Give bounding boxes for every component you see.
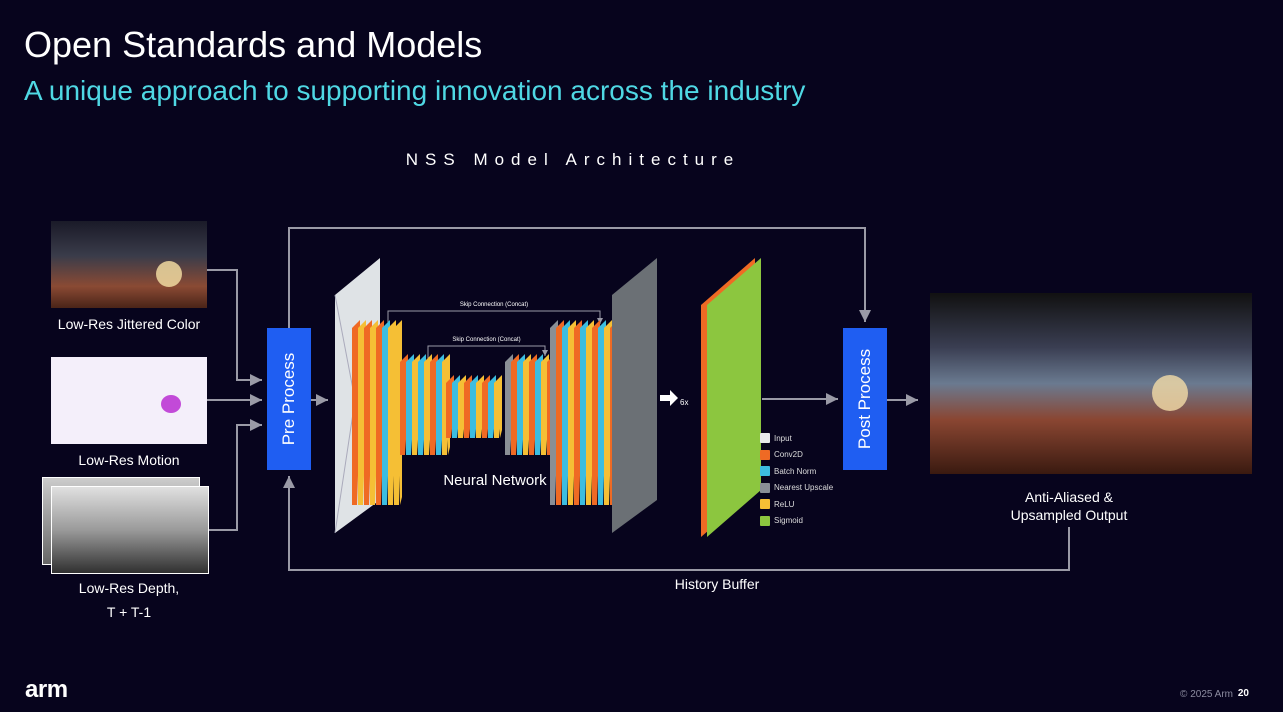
legend-swatch xyxy=(760,466,770,477)
network-layer-face xyxy=(418,362,423,455)
network-layer-face xyxy=(388,328,393,505)
output-image xyxy=(930,293,1252,474)
page-number: 20 xyxy=(1237,688,1249,699)
network-layer-face xyxy=(574,328,579,505)
legend-swatch xyxy=(760,482,770,493)
legend-item: Conv2D xyxy=(760,447,833,464)
motion-input-image xyxy=(51,357,207,444)
color-input-image xyxy=(51,221,207,308)
legend-label: ReLU xyxy=(774,499,795,509)
sigmoid-output-slab xyxy=(707,258,761,537)
network-layer-face xyxy=(598,328,603,505)
slide-title: Open Standards and Models xyxy=(24,24,483,65)
network-layer-face xyxy=(550,328,555,505)
network-layer-face xyxy=(470,383,475,438)
network-layer-face xyxy=(482,383,487,438)
network-layer-face xyxy=(376,328,381,505)
legend-swatch xyxy=(760,449,770,460)
network-layer-face xyxy=(541,362,546,455)
output-label: Anti-Aliased & xyxy=(1025,489,1113,505)
legend-item: Sigmoid xyxy=(760,513,833,530)
depth-input-image-current xyxy=(51,486,209,574)
legend-label: Input xyxy=(774,433,792,443)
network-layer-face xyxy=(494,383,499,438)
post-process-block: Post Process xyxy=(843,328,887,470)
legend-item: Input xyxy=(760,430,833,447)
slide-subtitle: A unique approach to supporting innovati… xyxy=(24,75,806,106)
network-layer-face xyxy=(400,362,405,455)
network-layer-face xyxy=(488,383,493,438)
network-layer-face xyxy=(529,362,534,455)
network-layer-face xyxy=(442,362,447,455)
network-layer-face xyxy=(412,362,417,455)
copyright: © 2025 Arm xyxy=(1180,689,1233,700)
color-input-label: Low-Res Jittered Color xyxy=(57,316,201,332)
network-layer-face xyxy=(556,328,561,505)
repeat-arrow-icon xyxy=(660,390,678,406)
output-label-2: Upsampled Output xyxy=(1010,507,1128,523)
legend-swatch xyxy=(760,433,770,444)
network-layer-face xyxy=(364,328,369,505)
legend-item: Nearest Upscale xyxy=(760,480,833,497)
network-layer-face xyxy=(436,362,441,455)
pre-process-block: Pre Process xyxy=(267,328,311,470)
skip-connection-inner-label: Skip Connection (Concat) xyxy=(452,337,521,343)
legend-swatch xyxy=(760,515,770,526)
network-layer-face xyxy=(511,362,516,455)
network-layer-face xyxy=(586,328,591,505)
post-process-label: Post Process xyxy=(855,348,874,450)
pre-process-label: Pre Process xyxy=(279,352,298,446)
repeat-label: 6x xyxy=(680,398,689,407)
network-layer-face xyxy=(505,362,510,455)
network-layer-face xyxy=(446,383,451,438)
network-layer-face xyxy=(352,328,357,505)
legend-item: ReLU xyxy=(760,496,833,513)
depth-input-label-2: T + T-1 xyxy=(106,604,152,620)
network-layer-face xyxy=(452,383,457,438)
network-layer-face xyxy=(394,328,399,505)
legend-swatch xyxy=(760,499,770,510)
network-layer-face xyxy=(424,362,429,455)
network-layer-face xyxy=(430,362,435,455)
motion-input-label: Low-Res Motion xyxy=(78,452,180,468)
network-layer-face xyxy=(382,328,387,505)
network-layer-face xyxy=(458,383,463,438)
legend-label: Batch Norm xyxy=(774,466,817,476)
network-layer-face xyxy=(592,328,597,505)
network-layer-face xyxy=(523,362,528,455)
history-buffer-label: History Buffer xyxy=(674,576,760,592)
network-label: Neural Network xyxy=(443,472,547,489)
network-layer-face xyxy=(406,362,411,455)
network-layer-face xyxy=(580,328,585,505)
network-layer-face xyxy=(604,328,609,505)
legend-label: Sigmoid xyxy=(774,516,803,526)
network-layer-face xyxy=(476,383,481,438)
diagram-title: NSS Model Architecture xyxy=(405,150,741,169)
legend-label: Conv2D xyxy=(774,450,803,460)
network-layer-face xyxy=(568,328,573,505)
network-layer-face xyxy=(370,328,375,505)
legend-label: Nearest Upscale xyxy=(774,483,834,493)
legend-item: Batch Norm xyxy=(760,463,833,480)
arm-logo: arm xyxy=(25,676,68,703)
upscale-layer-slab xyxy=(612,258,657,533)
depth-input-label: Low-Res Depth, xyxy=(78,580,180,596)
skip-connection-outer-label: Skip Connection (Concat) xyxy=(459,302,529,308)
network-layer-face xyxy=(535,362,540,455)
network-layer-face xyxy=(547,362,552,455)
network-layer-face xyxy=(358,328,363,505)
network-layer-face xyxy=(562,328,567,505)
network-layer-face xyxy=(517,362,522,455)
network-layer-face xyxy=(464,383,469,438)
